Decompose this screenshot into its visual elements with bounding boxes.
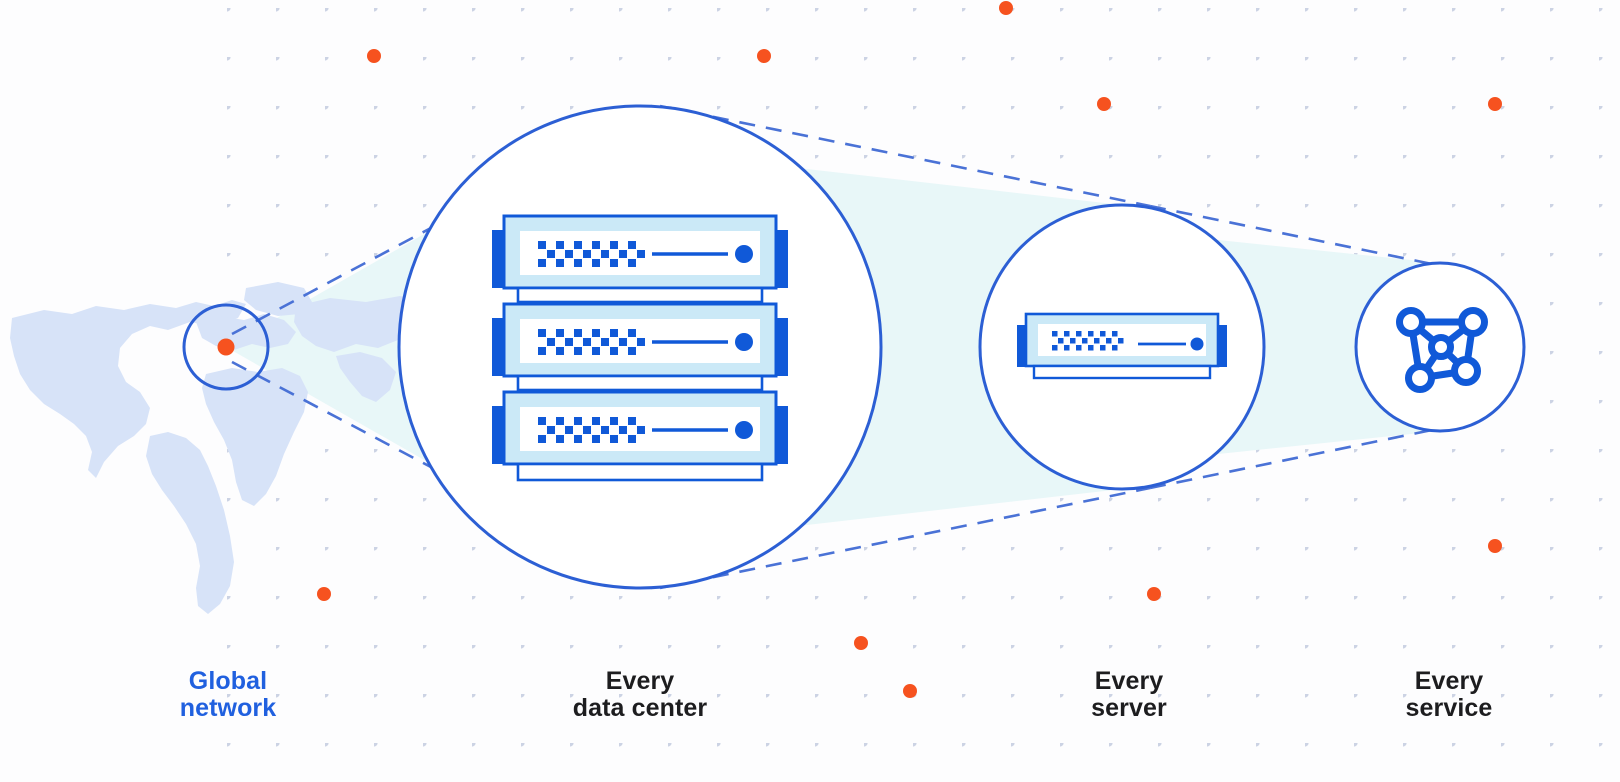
accent-dot (903, 684, 917, 698)
label-data-center: Every data center (572, 667, 708, 722)
network-graph-nodes (1396, 307, 1488, 393)
accent-dot-layer (219, 1, 1502, 698)
accent-dot (1147, 587, 1161, 601)
accent-dot (854, 636, 868, 650)
label-service: Every service (1405, 667, 1493, 722)
accent-dot (1488, 539, 1502, 553)
accent-dot (367, 49, 381, 63)
accent-dot (1488, 97, 1502, 111)
stage-server[interactable] (978, 203, 1266, 491)
accent-dot (1097, 97, 1111, 111)
connector-dashed-lines (231, 104, 1433, 590)
single-server-icon (1017, 312, 1227, 380)
accent-dot (219, 340, 233, 354)
label-global-network: Global network (179, 667, 277, 722)
accent-dot (757, 49, 771, 63)
global-network-circle (182, 303, 270, 391)
accent-dot (317, 587, 331, 601)
stage-data-center[interactable] (397, 104, 883, 590)
accent-dot (999, 1, 1013, 15)
stage-service[interactable] (1354, 261, 1526, 433)
server-rack-icon (492, 214, 788, 482)
label-server: Every server (1091, 667, 1167, 722)
